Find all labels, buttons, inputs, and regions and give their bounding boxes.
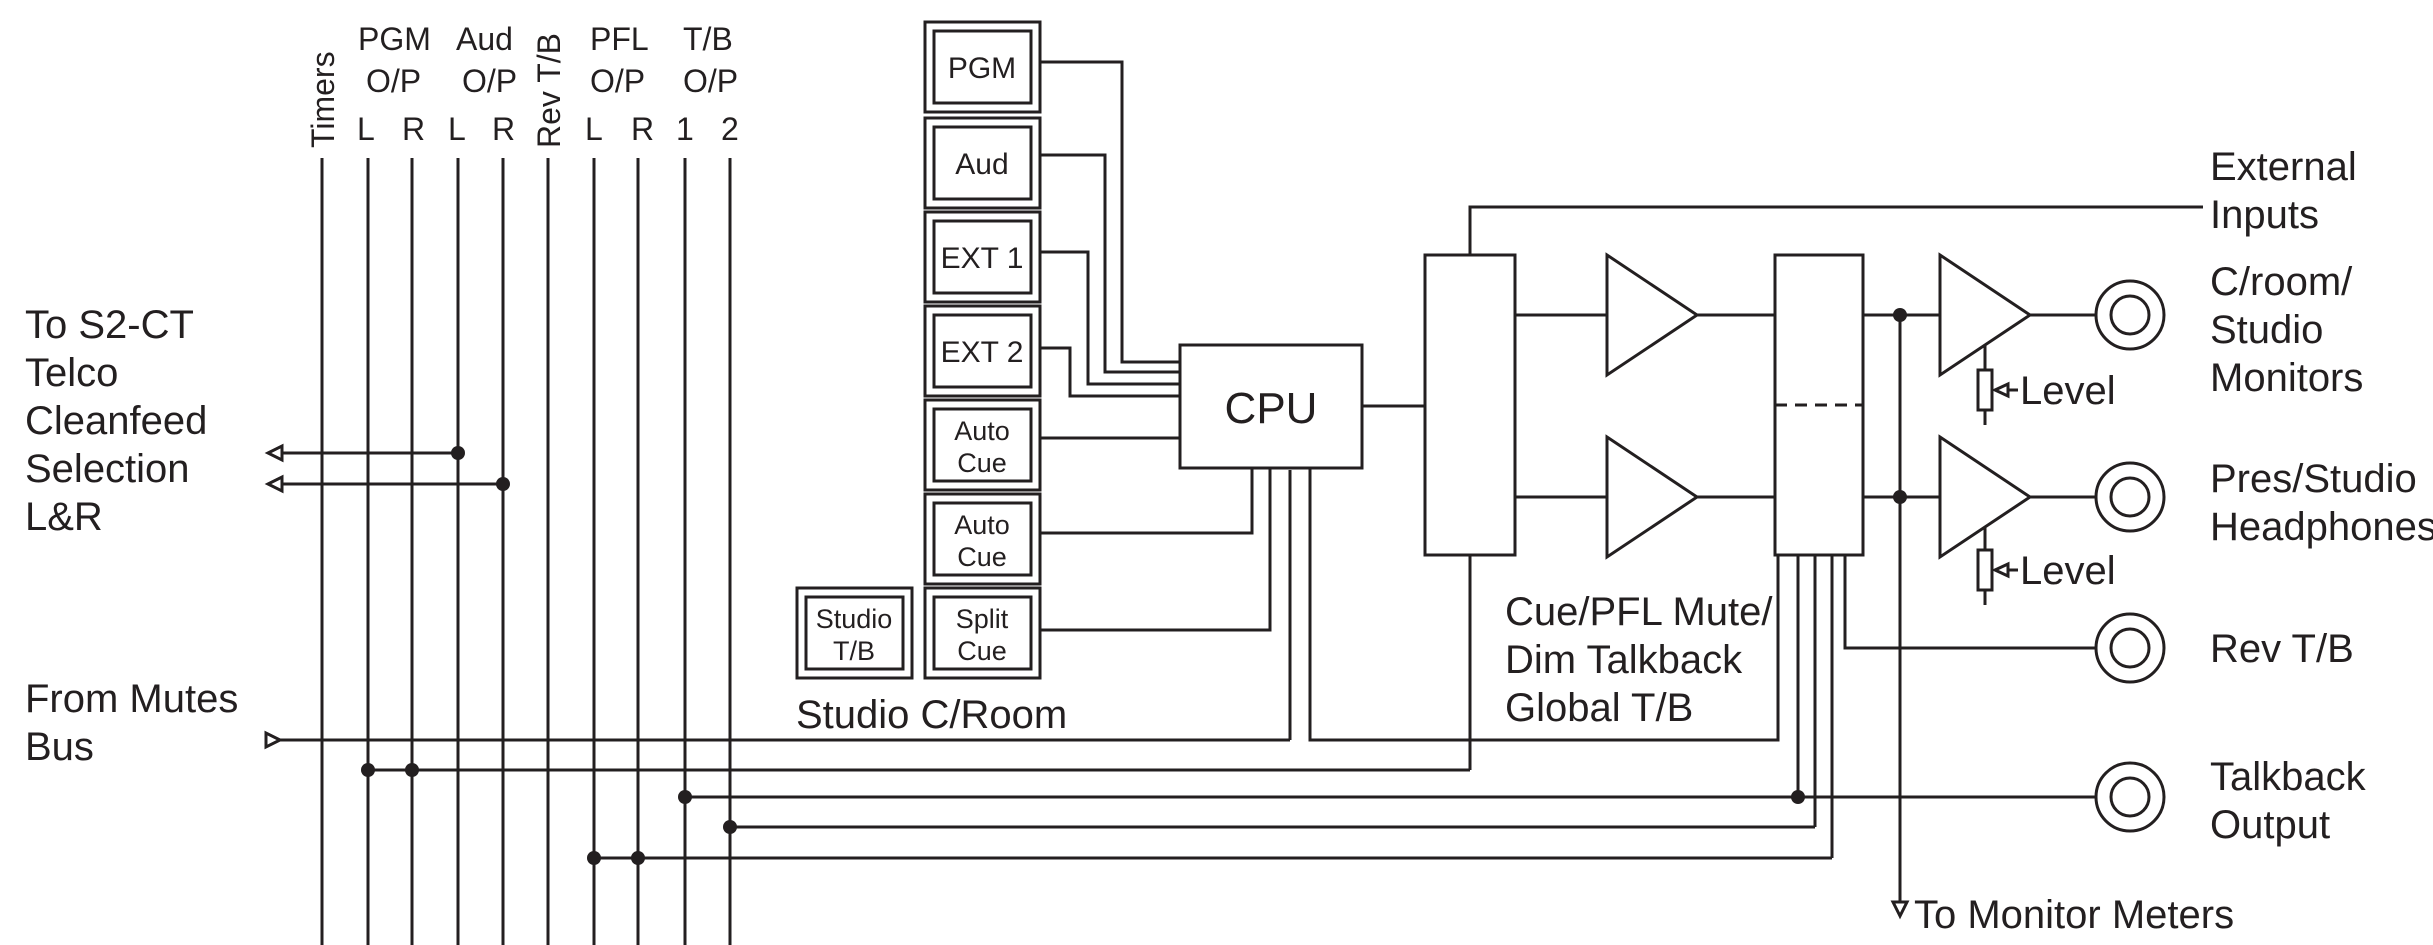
- svg-text:L&R: L&R: [25, 495, 103, 539]
- svg-text:Dim Talkback: Dim Talkback: [1505, 638, 1743, 682]
- output-label-revtb: Rev T/B: [2210, 627, 2354, 671]
- svg-text:Selection: Selection: [25, 447, 190, 491]
- svg-text:Studio: Studio: [2210, 308, 2323, 352]
- svg-text:Auto: Auto: [954, 416, 1010, 446]
- svg-text:EXT 2: EXT 2: [941, 336, 1024, 369]
- header-n1: 1: [676, 111, 694, 147]
- header-r3: R: [631, 111, 654, 147]
- ext1-button[interactable]: EXT 1: [923, 210, 1042, 304]
- amplifier-2: [1605, 434, 1700, 560]
- junction: [496, 477, 510, 491]
- svg-text:Global T/B: Global T/B: [1505, 686, 1693, 730]
- svg-text:C/room/: C/room/: [2210, 260, 2353, 304]
- svg-text:Inputs: Inputs: [2210, 193, 2319, 237]
- level-label-1: Level: [2020, 369, 2116, 413]
- svg-text:T/B: T/B: [833, 636, 875, 666]
- header-pfl: PFL: [590, 21, 649, 57]
- monitor-meters-arrow: [1890, 900, 1910, 920]
- junction: [405, 763, 419, 777]
- vertical-buses: [320, 158, 732, 945]
- amplifier-1: [1605, 252, 1700, 378]
- output-label-pres: Pres/Studio Headphones: [2210, 457, 2433, 549]
- svg-text:PGM: PGM: [948, 52, 1016, 85]
- header-pgm-op: O/P: [366, 63, 421, 99]
- external-inputs-line: [1468, 205, 2203, 255]
- junction: [361, 763, 375, 777]
- junction: [451, 446, 465, 460]
- svg-text:Cue/PFL Mute/: Cue/PFL Mute/: [1505, 590, 1773, 634]
- header-rev-tb: Rev T/B: [531, 33, 567, 148]
- svg-text:Rev T/B: Rev T/B: [2210, 627, 2354, 671]
- cue-pfl-block: [1423, 253, 1517, 557]
- jack-talkback-output[interactable]: [2094, 761, 2166, 833]
- svg-text:Monitors: Monitors: [2210, 356, 2363, 400]
- header-r1: R: [402, 111, 425, 147]
- from-mutes-label: From Mutes Bus: [25, 677, 238, 769]
- button-wiring: [1040, 60, 1780, 742]
- cleanfeed-r-arrow: [264, 474, 284, 494]
- studio-croom-label: Studio C/Room: [796, 693, 1067, 737]
- level-label-2: Level: [2020, 549, 2116, 593]
- header-tb-op: O/P: [683, 63, 738, 99]
- svg-text:Talkback: Talkback: [2210, 755, 2367, 799]
- svg-text:Pres/Studio: Pres/Studio: [2210, 457, 2417, 501]
- junction: [587, 851, 601, 865]
- cpu-label: CPU: [1225, 384, 1318, 433]
- header-l3: L: [585, 111, 603, 147]
- studiotb-button[interactable]: Studio T/B: [795, 586, 914, 680]
- bus-headers: Timers Rev T/B PGM O/P Aud O/P PFL O/P T…: [305, 21, 739, 148]
- jack-rev-tb[interactable]: [2094, 612, 2166, 684]
- svg-text:Telco: Telco: [25, 351, 118, 395]
- svg-text:Bus: Bus: [25, 725, 94, 769]
- output-label-talkback: Talkback Output: [2210, 755, 2367, 847]
- svg-text:Split: Split: [956, 604, 1009, 634]
- splitcue-button[interactable]: Split Cue: [923, 586, 1042, 680]
- ext2-button[interactable]: EXT 2: [923, 304, 1042, 398]
- header-tb: T/B: [683, 21, 733, 57]
- header-l2: L: [448, 111, 466, 147]
- svg-text:To S2-CT: To S2-CT: [25, 303, 194, 347]
- svg-text:Studio: Studio: [816, 604, 893, 634]
- header-pgm: PGM: [358, 21, 431, 57]
- jack-croom-monitors[interactable]: [2094, 279, 2166, 351]
- svg-text:Output: Output: [2210, 803, 2330, 847]
- svg-text:Aud: Aud: [955, 148, 1008, 181]
- junction: [723, 820, 737, 834]
- junction: [631, 851, 645, 865]
- to-s2ct-label: To S2-CT Telco Cleanfeed Selection L&R: [25, 303, 207, 539]
- svg-text:Auto: Auto: [954, 510, 1010, 540]
- jack-pres-headphones[interactable]: [2094, 461, 2166, 533]
- to-monitor-meters-label: To Monitor Meters: [1914, 893, 2234, 937]
- junction: [678, 790, 692, 804]
- svg-text:Cue: Cue: [957, 448, 1007, 478]
- cleanfeed-l-arrow: [264, 443, 284, 463]
- pgm-button[interactable]: PGM: [923, 20, 1042, 114]
- header-l1: L: [357, 111, 375, 147]
- header-aud-op: O/P: [462, 63, 517, 99]
- svg-text:Headphones: Headphones: [2210, 505, 2433, 549]
- output-label-croom: C/room/ Studio Monitors: [2210, 260, 2363, 400]
- header-aud: Aud: [456, 21, 513, 57]
- header-timers: Timers: [305, 51, 341, 148]
- aud-button[interactable]: Aud: [923, 116, 1042, 210]
- svg-text:EXT 1: EXT 1: [941, 242, 1024, 275]
- external-inputs-label: External: [2210, 145, 2357, 189]
- cue-pfl-label: Cue/PFL Mute/ Dim Talkback Global T/B: [1505, 590, 1773, 730]
- svg-text:Cleanfeed: Cleanfeed: [25, 399, 207, 443]
- svg-text:Cue: Cue: [957, 542, 1007, 572]
- autocue2-button[interactable]: Auto Cue: [923, 492, 1042, 586]
- cpu-block: [1178, 343, 1364, 470]
- header-pfl-op: O/P: [590, 63, 645, 99]
- level-control-1[interactable]: [1976, 345, 2018, 425]
- header-r2: R: [492, 111, 515, 147]
- mutes-bus-arrow: [264, 730, 284, 750]
- autocue1-button[interactable]: Auto Cue: [923, 398, 1042, 492]
- svg-text:Cue: Cue: [957, 636, 1007, 666]
- header-n2: 2: [721, 111, 739, 147]
- level-control-2[interactable]: [1976, 527, 2018, 605]
- svg-text:From Mutes: From Mutes: [25, 677, 238, 721]
